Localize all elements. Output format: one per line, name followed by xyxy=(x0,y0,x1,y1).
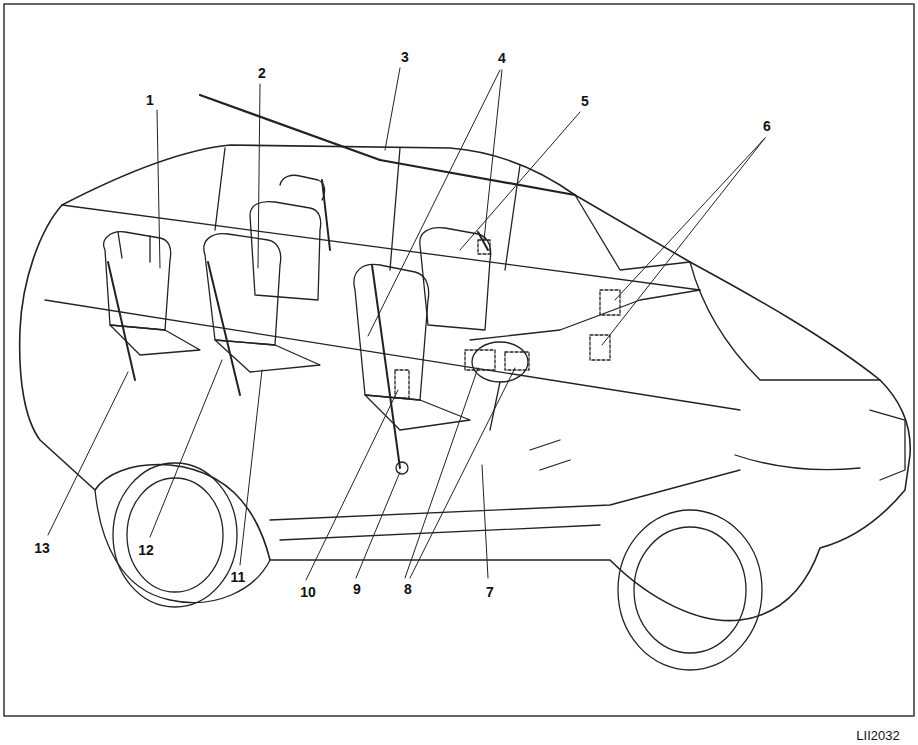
leader-line xyxy=(484,70,502,240)
figure-code: LII2032 xyxy=(856,729,899,742)
airbag-module xyxy=(505,352,529,370)
rear-wheel xyxy=(113,463,237,607)
airbag-module xyxy=(600,290,620,315)
leader-line xyxy=(482,465,488,578)
middle-seat xyxy=(250,202,321,300)
headrest xyxy=(118,232,150,262)
headrest xyxy=(280,175,325,200)
hood-line xyxy=(690,262,880,380)
leader-line xyxy=(602,138,765,345)
rear-rim xyxy=(127,478,223,592)
leader-line xyxy=(385,68,400,150)
callout-number: 4 xyxy=(498,51,506,65)
seat-belt xyxy=(322,180,330,250)
leader-line xyxy=(48,372,128,535)
callout-number: 2 xyxy=(258,66,266,80)
callout-number: 9 xyxy=(353,582,361,596)
leader-line xyxy=(240,370,262,565)
curtain-airbag xyxy=(200,95,380,160)
curtain-airbag xyxy=(380,160,575,195)
seat-belt xyxy=(108,262,135,380)
headlamp xyxy=(735,455,860,470)
callout-number: 12 xyxy=(138,543,154,557)
leader-line xyxy=(368,70,500,336)
side-airbag xyxy=(395,370,409,398)
dashboard xyxy=(470,290,700,340)
seat-belt xyxy=(478,232,488,250)
roof-edge xyxy=(62,205,700,290)
leader-line xyxy=(157,110,160,268)
rear-wheel-arch xyxy=(95,490,270,603)
side-sill xyxy=(270,470,740,520)
driver-seat xyxy=(354,264,429,400)
leader-line xyxy=(460,112,580,250)
callout-number: 11 xyxy=(231,570,246,584)
front-rim xyxy=(634,527,746,653)
callout-number: 8 xyxy=(404,582,412,596)
grille xyxy=(870,410,905,480)
seat-belt xyxy=(208,262,240,395)
leader-line xyxy=(615,138,765,300)
pretensioner xyxy=(478,240,490,254)
leader-line xyxy=(356,472,400,578)
seat-belt xyxy=(372,265,400,468)
rear-seat xyxy=(104,232,171,330)
callout-number: 7 xyxy=(486,585,494,599)
steering-wheel xyxy=(472,342,528,382)
callout-number: 13 xyxy=(34,541,50,555)
callout-number: 6 xyxy=(763,119,771,133)
leader-line xyxy=(306,390,398,580)
belt-anchor xyxy=(396,462,408,474)
leader-line xyxy=(410,368,515,578)
callout-number: 5 xyxy=(581,94,589,108)
belt-line xyxy=(45,300,740,410)
leader-line xyxy=(258,84,260,268)
pillar xyxy=(215,148,520,270)
leader-lines xyxy=(48,68,765,580)
pedal xyxy=(530,440,570,470)
leader-line xyxy=(150,360,222,537)
airbag-module xyxy=(465,350,495,370)
passenger-seat xyxy=(420,228,491,330)
callout-number: 3 xyxy=(401,50,409,64)
leader-line xyxy=(405,368,478,578)
callout-number: 1 xyxy=(146,93,154,107)
side-sill xyxy=(280,525,600,540)
windshield-edge xyxy=(575,195,690,270)
frame xyxy=(4,4,914,716)
callout-number: 10 xyxy=(300,585,316,599)
car-body-outline xyxy=(20,145,911,621)
front-wheel xyxy=(618,510,762,670)
steering-column xyxy=(490,382,500,430)
